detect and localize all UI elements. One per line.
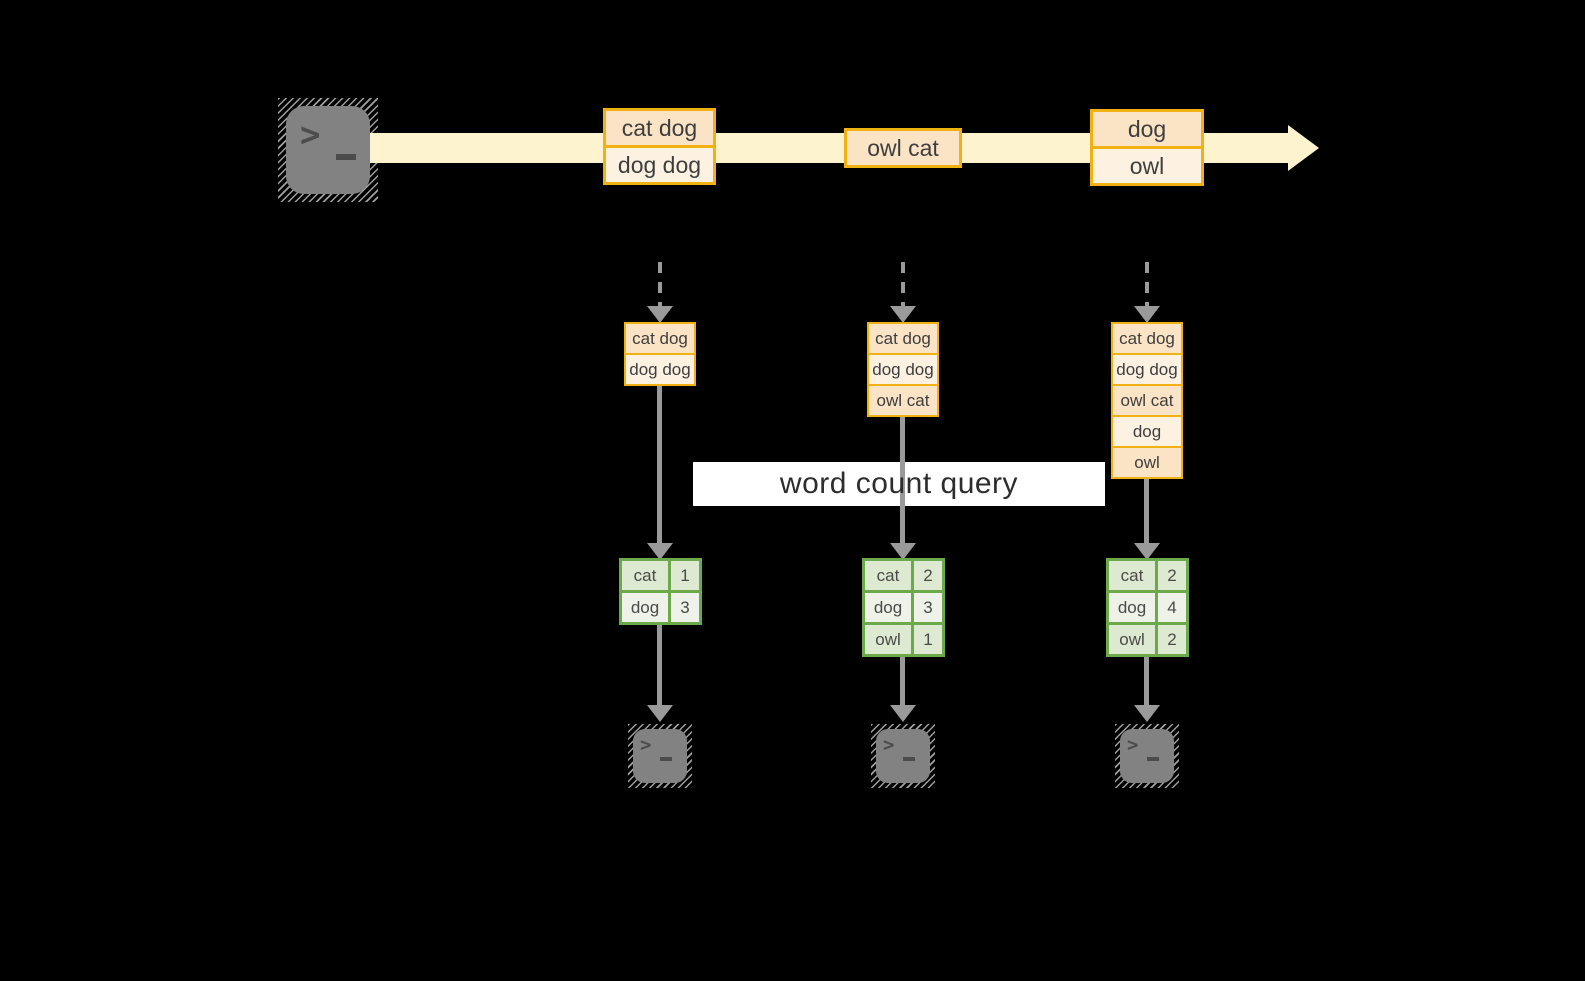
timeline-batch-3: dog owl: [1090, 109, 1204, 186]
batch-line: cat dog: [626, 324, 694, 353]
dashed-arrow-head: [647, 306, 673, 323]
batch-stack-3: cat dog dog dog owl cat dog owl: [1111, 322, 1183, 479]
batch-line: cat dog: [869, 324, 937, 353]
count-cell: 2: [1158, 561, 1186, 590]
arrow-head: [890, 543, 916, 560]
batch-line: owl cat: [847, 131, 959, 165]
count-cell: 4: [1158, 593, 1186, 622]
word-cell: dog: [1109, 593, 1155, 622]
terminal-screen: >: [286, 106, 370, 194]
prompt-chevron-icon: >: [1127, 734, 1139, 756]
dashed-arrow-shaft: [658, 262, 662, 306]
count-cell: 2: [914, 561, 942, 590]
dashed-arrow-head: [1134, 306, 1160, 323]
count-cell: 3: [671, 593, 699, 622]
dashed-arrow-shaft: [1145, 262, 1149, 306]
batch-line: cat dog: [1113, 324, 1181, 353]
word-cell: cat: [1109, 561, 1155, 590]
count-cell: 1: [914, 625, 942, 654]
batch-line: owl cat: [869, 386, 937, 415]
batch-stack-2: cat dog dog dog owl cat: [867, 322, 939, 417]
dashed-arrow-head: [890, 306, 916, 323]
word-cell: owl: [1109, 625, 1155, 654]
timeline-batch-2: owl cat: [844, 128, 962, 168]
batch-line: dog dog: [1113, 355, 1181, 384]
arrow-head: [647, 705, 673, 722]
word-cell: cat: [622, 561, 668, 590]
batch-line: dog dog: [869, 355, 937, 384]
query-label: word count query: [779, 467, 1019, 500]
batch-line: owl: [1113, 448, 1181, 477]
count-cell: 1: [671, 561, 699, 590]
prompt-chevron-icon: >: [300, 115, 321, 155]
arrow-shaft: [657, 625, 662, 705]
output-terminal-icon-1: >: [628, 724, 692, 788]
batch-line: owl cat: [1113, 386, 1181, 415]
batch-line: cat dog: [606, 111, 713, 145]
count-table-2: cat 2 dog 3 owl 1: [862, 558, 945, 657]
batch-line: dog: [1093, 112, 1201, 146]
arrow-shaft: [1144, 657, 1149, 705]
dashed-arrow-shaft: [901, 262, 905, 306]
count-table-1: cat 1 dog 3: [619, 558, 702, 625]
arrow-shaft: [1144, 478, 1149, 543]
word-cell: owl: [865, 625, 911, 654]
arrow-head: [1134, 543, 1160, 560]
count-cell: 2: [1158, 625, 1186, 654]
count-table-3: cat 2 dog 4 owl 2: [1106, 558, 1189, 657]
timeline-batch-1: cat dog dog dog: [603, 108, 716, 185]
batch-line: dog dog: [626, 355, 694, 384]
batch-stack-1: cat dog dog dog: [624, 322, 696, 386]
arrow-head: [1134, 705, 1160, 722]
terminal-screen: >: [876, 729, 930, 783]
batch-line: dog dog: [606, 148, 713, 182]
word-cell: cat: [865, 561, 911, 590]
arrow-head: [890, 705, 916, 722]
prompt-chevron-icon: >: [883, 734, 895, 756]
word-cell: dog: [622, 593, 668, 622]
cursor-dash-icon: [336, 154, 356, 160]
arrow-shaft: [900, 417, 905, 543]
terminal-screen: >: [1120, 729, 1174, 783]
source-terminal-icon: >: [278, 98, 378, 202]
output-terminal-icon-3: >: [1115, 724, 1179, 788]
arrow-shaft: [657, 386, 662, 543]
terminal-screen: >: [633, 729, 687, 783]
batch-line: owl: [1093, 149, 1201, 183]
arrow-shaft: [900, 657, 905, 705]
arrow-head: [647, 543, 673, 560]
cursor-dash-icon: [903, 757, 915, 761]
word-cell: dog: [865, 593, 911, 622]
prompt-chevron-icon: >: [640, 734, 652, 756]
query-label-band: [693, 462, 1105, 506]
count-cell: 3: [914, 593, 942, 622]
batch-line: dog: [1113, 417, 1181, 446]
cursor-dash-icon: [660, 757, 672, 761]
cursor-dash-icon: [1147, 757, 1159, 761]
stream-arrow-head: [1288, 125, 1319, 171]
output-terminal-icon-2: >: [871, 724, 935, 788]
